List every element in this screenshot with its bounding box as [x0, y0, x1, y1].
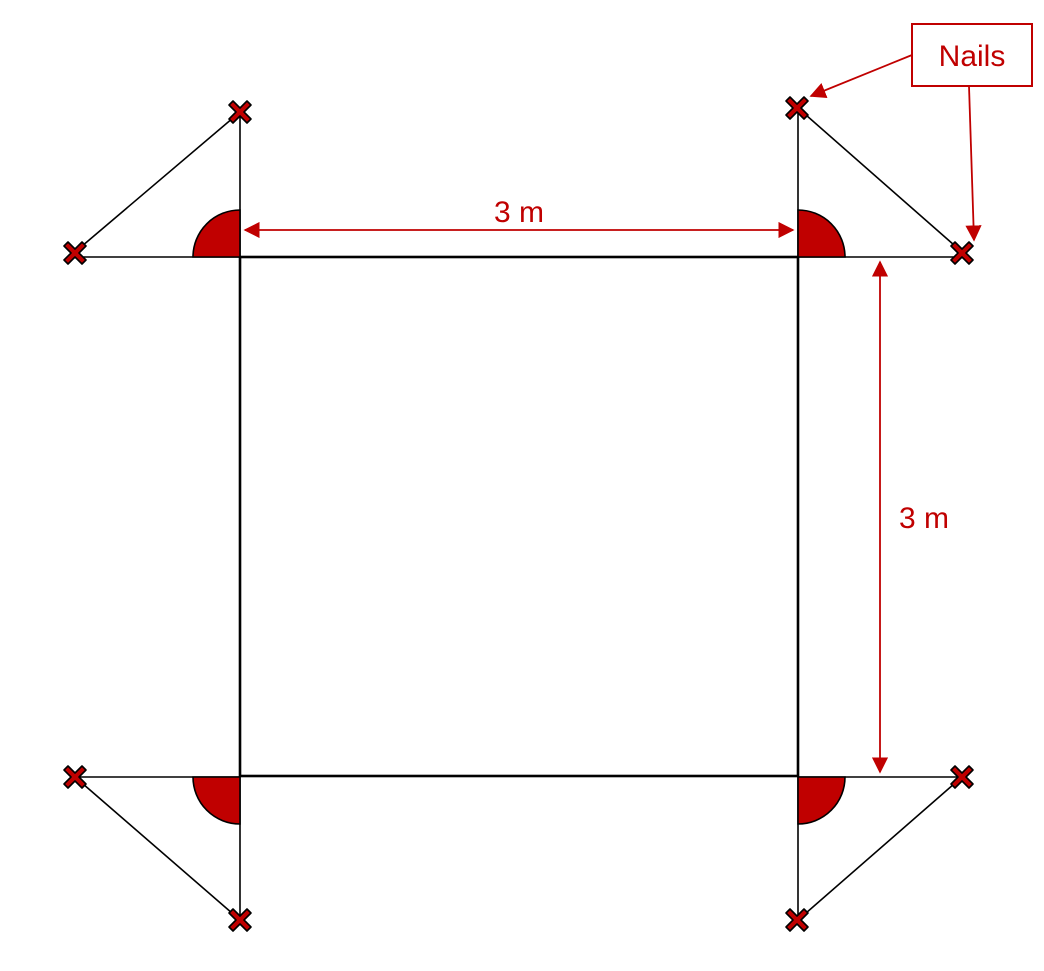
top-dimension-label: 3 m [494, 196, 544, 229]
quarter-circle-icon [192, 776, 241, 825]
side-dimension-label: 3 m [899, 502, 949, 535]
nails-callout-arrow-left [809, 54, 913, 99]
nail-x-mark-icon [785, 96, 809, 120]
nails-callout-arrow-down [965, 85, 982, 242]
quarter-circle-icon [797, 209, 846, 258]
diagonal-bottom-left [74, 776, 241, 921]
nail-x-mark-icon [950, 241, 974, 265]
nail-x-mark-icon [785, 908, 809, 932]
diagonal-top-right [797, 107, 963, 253]
diagonal-bottom-right [797, 776, 963, 921]
quarter-circle-icon [797, 776, 846, 825]
nails-callout-box [911, 23, 1033, 87]
square-outline [238, 255, 800, 778]
nails-callout-label: Nails [939, 40, 1006, 73]
quarter-circle-icon [192, 209, 241, 258]
nail-x-mark-icon [63, 241, 87, 265]
diagonal-top-left [74, 111, 241, 253]
